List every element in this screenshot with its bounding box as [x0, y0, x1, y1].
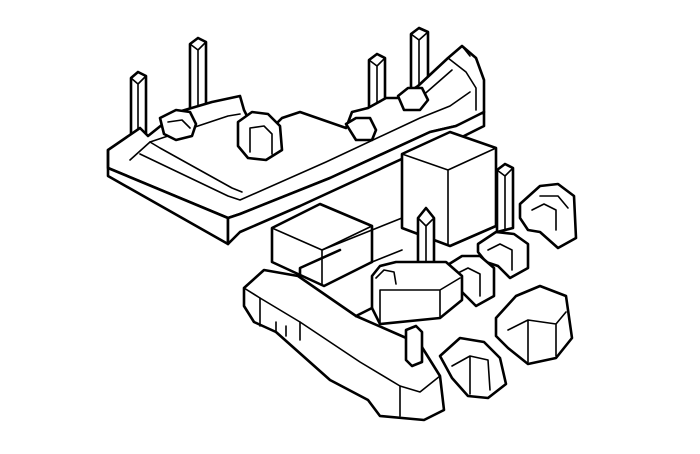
frame-boss-back-right: [396, 86, 430, 112]
frame-boss-center: [236, 110, 284, 162]
rail-post: [404, 324, 424, 368]
core-window-block: [270, 130, 498, 288]
frame-boss-left: [158, 108, 198, 142]
front-right-pin: [495, 162, 515, 234]
pin-clip-right-top: [518, 182, 578, 250]
frame-boss-right: [344, 116, 378, 142]
back-center-pin: [188, 36, 208, 116]
frame-contour-lines: [298, 248, 374, 318]
right-mounting-block: [494, 284, 574, 366]
mounting-foot-tab: [438, 336, 508, 400]
front-boss: [370, 260, 464, 326]
bottom-mounting-rail: [242, 268, 446, 422]
